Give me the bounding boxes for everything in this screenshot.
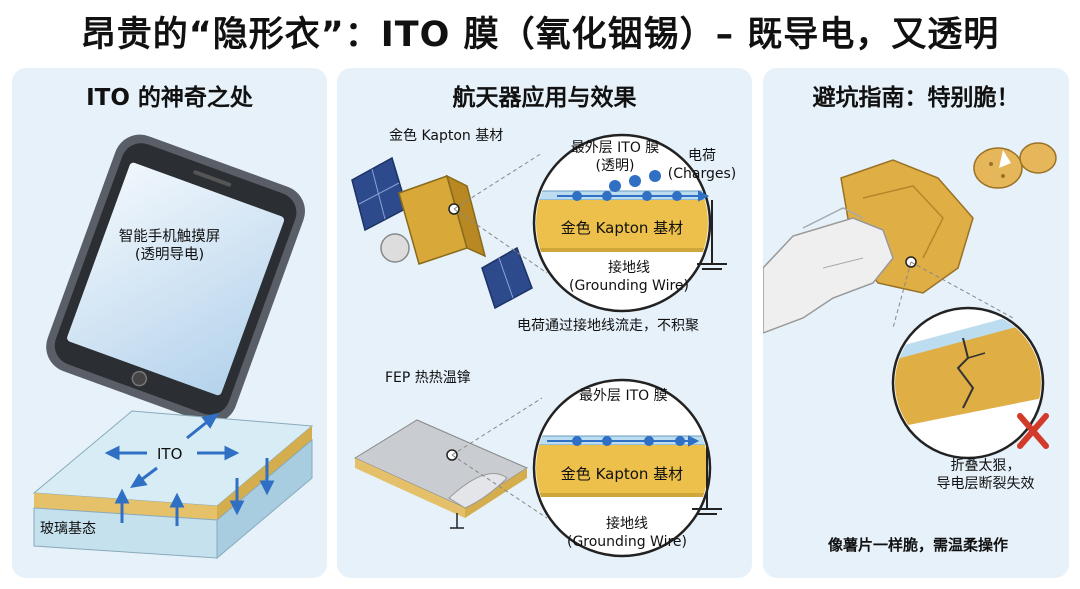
- charge-flow-text: 电荷通过接地线流走，不积聚: [517, 318, 699, 334]
- crack-zoom-circle: [891, 306, 1045, 460]
- kapton-circle-label-2: 金色 Kapton 基材: [560, 465, 684, 483]
- chip-icon: [973, 142, 1057, 189]
- panel-title: ITO 的神奇之处: [86, 85, 253, 111]
- satellite-icon: [351, 156, 533, 310]
- ito-label: ITO: [157, 445, 183, 463]
- glass-label: 玻璃基态: [40, 521, 96, 537]
- charge-label: 电荷 (Charges): [667, 148, 737, 182]
- spacecraft-illustration: [351, 133, 727, 558]
- ito-zoom-circle-top: [532, 133, 727, 313]
- phone-illustration: [32, 134, 314, 560]
- panel-title: 避坑指南：特别脆！: [812, 85, 1020, 111]
- page-title: 昂贵的“隐形衣”：ITO 膜（氧化铟锡）– 既导电，又透明: [80, 15, 1000, 55]
- ground-label-2: 接地线 (Grounding Wire): [566, 516, 687, 550]
- fep-label: FEP 热热温镎: [385, 370, 471, 386]
- glass-slab-illustration: [32, 410, 314, 560]
- home-button-icon: [131, 370, 148, 387]
- fep-sheet-illustration: [353, 419, 529, 529]
- kapton-circle-label: 金色 Kapton 基材: [560, 219, 684, 237]
- bottom-warning-text: 像薯片一样脆，需温柔操作: [827, 536, 1008, 554]
- panel-warning: 避坑指南：特别脆！: [763, 68, 1069, 578]
- kapton-label: 金色 Kapton 基材: [389, 128, 504, 144]
- panel-ito-properties: ITO 的神奇之处: [12, 68, 327, 578]
- ito-zoom-circle-bottom: [532, 378, 722, 558]
- outer-ito-label: 最外层 ITO 膜 (透明): [570, 140, 660, 174]
- fold-warning-text: 折叠太狠， 导电层断裂失效: [936, 458, 1035, 492]
- glove-hand: [763, 207, 894, 334]
- fragile-illustration: [763, 142, 1057, 460]
- warning-x-icon: [1017, 413, 1049, 449]
- panel-title: 航天器应用与效果: [452, 85, 637, 111]
- panel-spacecraft: 航天器应用与效果: [337, 68, 752, 578]
- phone-label: 智能手机触摸屏 (透明导电): [118, 229, 221, 264]
- outer-ito-label-2: 最外层 ITO 膜: [579, 388, 668, 404]
- ground-label: 接地线 (Grounding Wire): [569, 260, 690, 294]
